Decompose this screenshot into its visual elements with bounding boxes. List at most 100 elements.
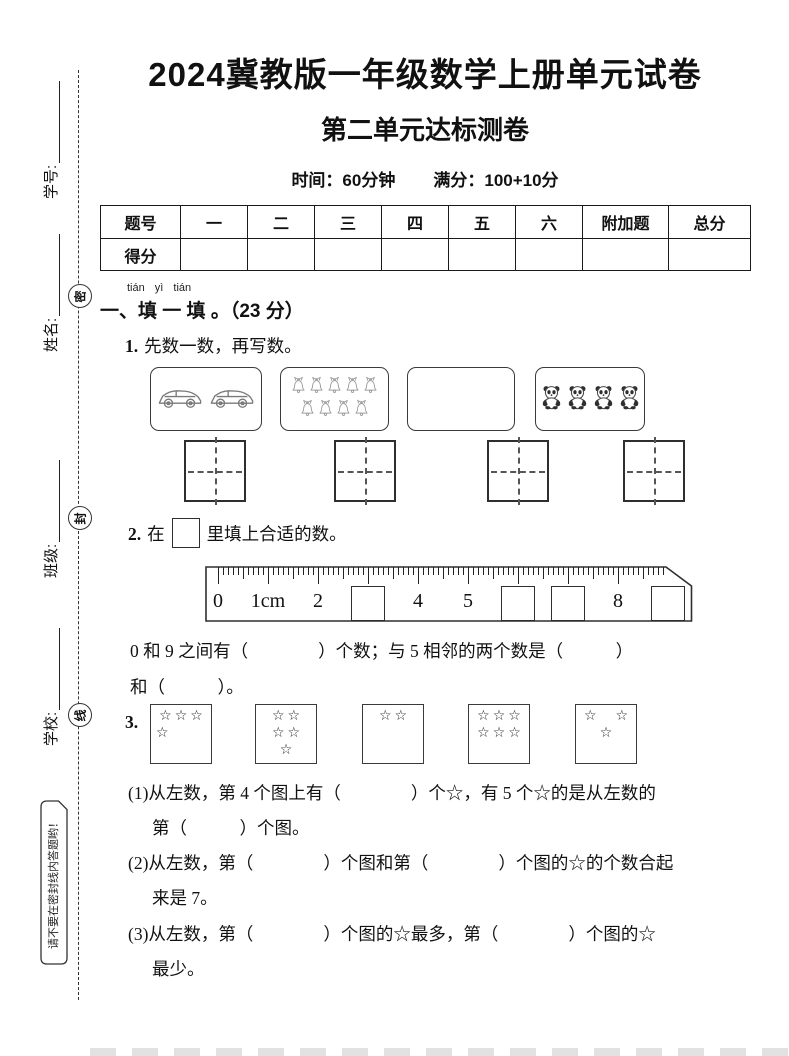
ruler-tick <box>348 567 349 575</box>
star-row: ☆☆☆ <box>469 725 529 742</box>
ruler-tick <box>558 567 559 575</box>
time-limit-label: 时间：60分钟 <box>291 171 396 190</box>
bell-icon-wrap <box>299 399 316 422</box>
ruler-tick <box>448 567 449 575</box>
seal-char-feng: 封 <box>68 506 92 530</box>
student-class-field: 班级: <box>34 460 60 578</box>
student-school-blank-line <box>56 628 60 710</box>
ruler-tick <box>453 567 454 575</box>
panda-icon <box>593 385 613 410</box>
seal-char-xian: 线 <box>68 703 92 727</box>
score-table-score-row: 得分 <box>100 238 751 271</box>
star-icon: ☆ <box>159 708 172 724</box>
ruler-tick <box>628 567 629 575</box>
bell-icon-wrap <box>308 376 325 399</box>
bell-icon-wrap <box>362 376 379 399</box>
ruler-tick <box>293 567 294 579</box>
ruler-tick <box>503 567 504 575</box>
ruler-tick <box>658 567 659 575</box>
bell-icon-wrap <box>326 376 343 399</box>
ruler-tick <box>403 567 404 575</box>
seal-warning-text: 请不要在密封线内答题哟！ <box>48 816 60 949</box>
star-icon: ☆ <box>508 725 521 741</box>
question-3-2-line-1: (2)从左数，第（ ）个图和第（ ）个图的☆的个数合起 <box>128 853 674 873</box>
star-box-4: ☆☆☆☆☆☆ <box>468 704 530 764</box>
panda-icon <box>541 385 561 410</box>
ruler-number: 5 <box>463 590 473 612</box>
ruler-tick <box>373 567 374 575</box>
car-icon <box>158 389 202 408</box>
ruler-tick <box>313 567 314 575</box>
seal-char-label: 封 <box>73 511 88 525</box>
ruler-tick <box>593 567 594 579</box>
ruler-tick <box>528 567 529 575</box>
ruler-tick <box>623 567 624 575</box>
question-2-text: 2.在里填上合适的数。 <box>128 518 347 549</box>
panda-icon <box>567 385 587 410</box>
col-bonus: 附加题 <box>582 205 669 239</box>
ruler-outline <box>205 566 693 622</box>
ruler-tick <box>318 567 319 584</box>
answer-box-inline <box>171 518 200 548</box>
question-3-1-line-1: (1)从左数，第 4 个图上有（ ）个☆，有 5 个☆的是从左数的 <box>128 783 656 803</box>
ruler-number: 2 <box>313 590 323 612</box>
ruler-tick <box>643 567 644 579</box>
student-school-label: 学校: <box>43 711 60 746</box>
panda-icon-wrap <box>565 384 590 415</box>
ruler-tick <box>488 567 489 575</box>
ruler-tick <box>303 567 304 575</box>
star-icon: ☆ <box>477 725 490 741</box>
score-row-label: 得分 <box>100 238 181 271</box>
ruler-tick <box>323 567 324 575</box>
star-row: ☆☆ <box>256 725 316 742</box>
question-2-prompt-start: 在 <box>147 524 165 544</box>
score-cell <box>582 238 669 271</box>
grid-dashed-horizontal <box>188 471 242 473</box>
ruler-tick <box>228 567 229 575</box>
question-2-prompt-end: 里填上合适的数。 <box>206 524 347 544</box>
question-1-text: 1.先数一数，再写数。 <box>125 331 302 361</box>
ruler-tick <box>413 567 414 575</box>
star-icon: ☆ <box>174 708 188 724</box>
ruler-tick <box>358 567 359 575</box>
ruler-tick <box>653 567 654 575</box>
star-row: ☆☆ <box>363 708 423 725</box>
star-icon: ☆ <box>156 725 169 741</box>
seal-char-mi: 密 <box>68 284 92 308</box>
ruler-tick <box>273 567 274 575</box>
star-icon: ☆ <box>287 708 301 724</box>
ruler-tick <box>613 567 614 575</box>
answer-writing-grid-4 <box>623 437 685 505</box>
ruler-tick <box>443 567 444 579</box>
ruler-tick <box>523 567 524 575</box>
ruler-tick <box>338 567 339 575</box>
ruler-number: 0 <box>213 590 223 612</box>
bell-icon <box>292 376 305 393</box>
ruler-tick <box>388 567 389 575</box>
score-cell <box>381 238 449 271</box>
picture-box-cars <box>150 367 262 431</box>
bell-icon-wrap <box>317 399 334 422</box>
question-1-number: 1. <box>125 336 139 356</box>
star-icon: ☆ <box>287 725 301 741</box>
student-id-label: 学号: <box>43 164 60 199</box>
score-cell <box>448 238 516 271</box>
section-1-heading: 一、填 一 填 。（23 分） <box>100 301 304 322</box>
ruler-tick <box>493 567 494 579</box>
icon-row <box>538 384 642 415</box>
car-icon-wrap <box>157 384 203 415</box>
ruler-tick <box>423 567 424 575</box>
seal-fold-line <box>78 70 79 1000</box>
car-icon <box>210 389 254 408</box>
ruler-tick <box>543 567 544 579</box>
star-row: ☆ <box>151 725 211 742</box>
ruler-tick <box>648 567 649 575</box>
star-icon: ☆ <box>271 725 285 741</box>
ruler-tick <box>278 567 279 575</box>
ruler-tick <box>398 567 399 575</box>
ruler-tick <box>583 567 584 575</box>
answer-writing-grid-2 <box>334 437 396 505</box>
star-icon: ☆ <box>599 725 613 741</box>
ruler-tick <box>498 567 499 575</box>
ruler-tick <box>588 567 589 575</box>
